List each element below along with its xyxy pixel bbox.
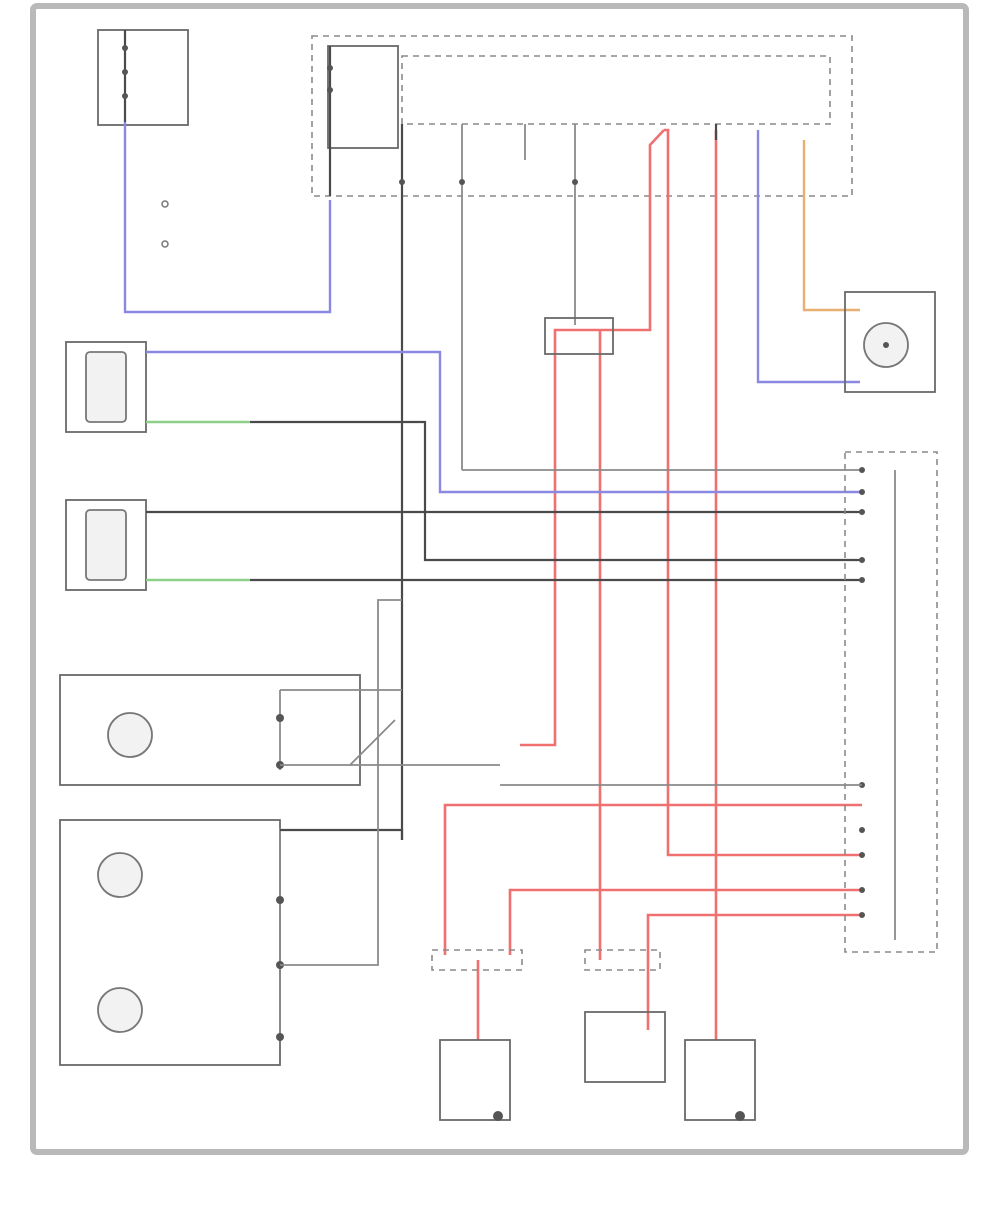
interior-lamp (59, 674, 862, 786)
orange-wire-relay (802, 140, 860, 312)
blue-wire-relay (756, 130, 860, 384)
right-connectors (462, 451, 938, 953)
rh-door-switch (684, 1039, 756, 1121)
bottom-connector-mid (584, 949, 661, 971)
map-lamp (844, 291, 936, 393)
personal-light (59, 599, 404, 1066)
diagram-frame (30, 3, 969, 1155)
relay-connector (544, 317, 614, 355)
junction-box (311, 35, 853, 197)
blue-wire-fuse (123, 122, 332, 314)
integration-relay (401, 55, 831, 125)
lh-courtesy-lamp (65, 341, 862, 562)
lh-door-switch (439, 1039, 511, 1121)
red-wires (443, 128, 862, 1040)
door-key-cylinder-switch (584, 1011, 666, 1083)
legend (161, 200, 169, 248)
rh-courtesy-lamp (65, 499, 862, 591)
fuse-block (97, 29, 189, 126)
relay-pins (399, 124, 578, 840)
bottom-connector-left (431, 949, 523, 971)
